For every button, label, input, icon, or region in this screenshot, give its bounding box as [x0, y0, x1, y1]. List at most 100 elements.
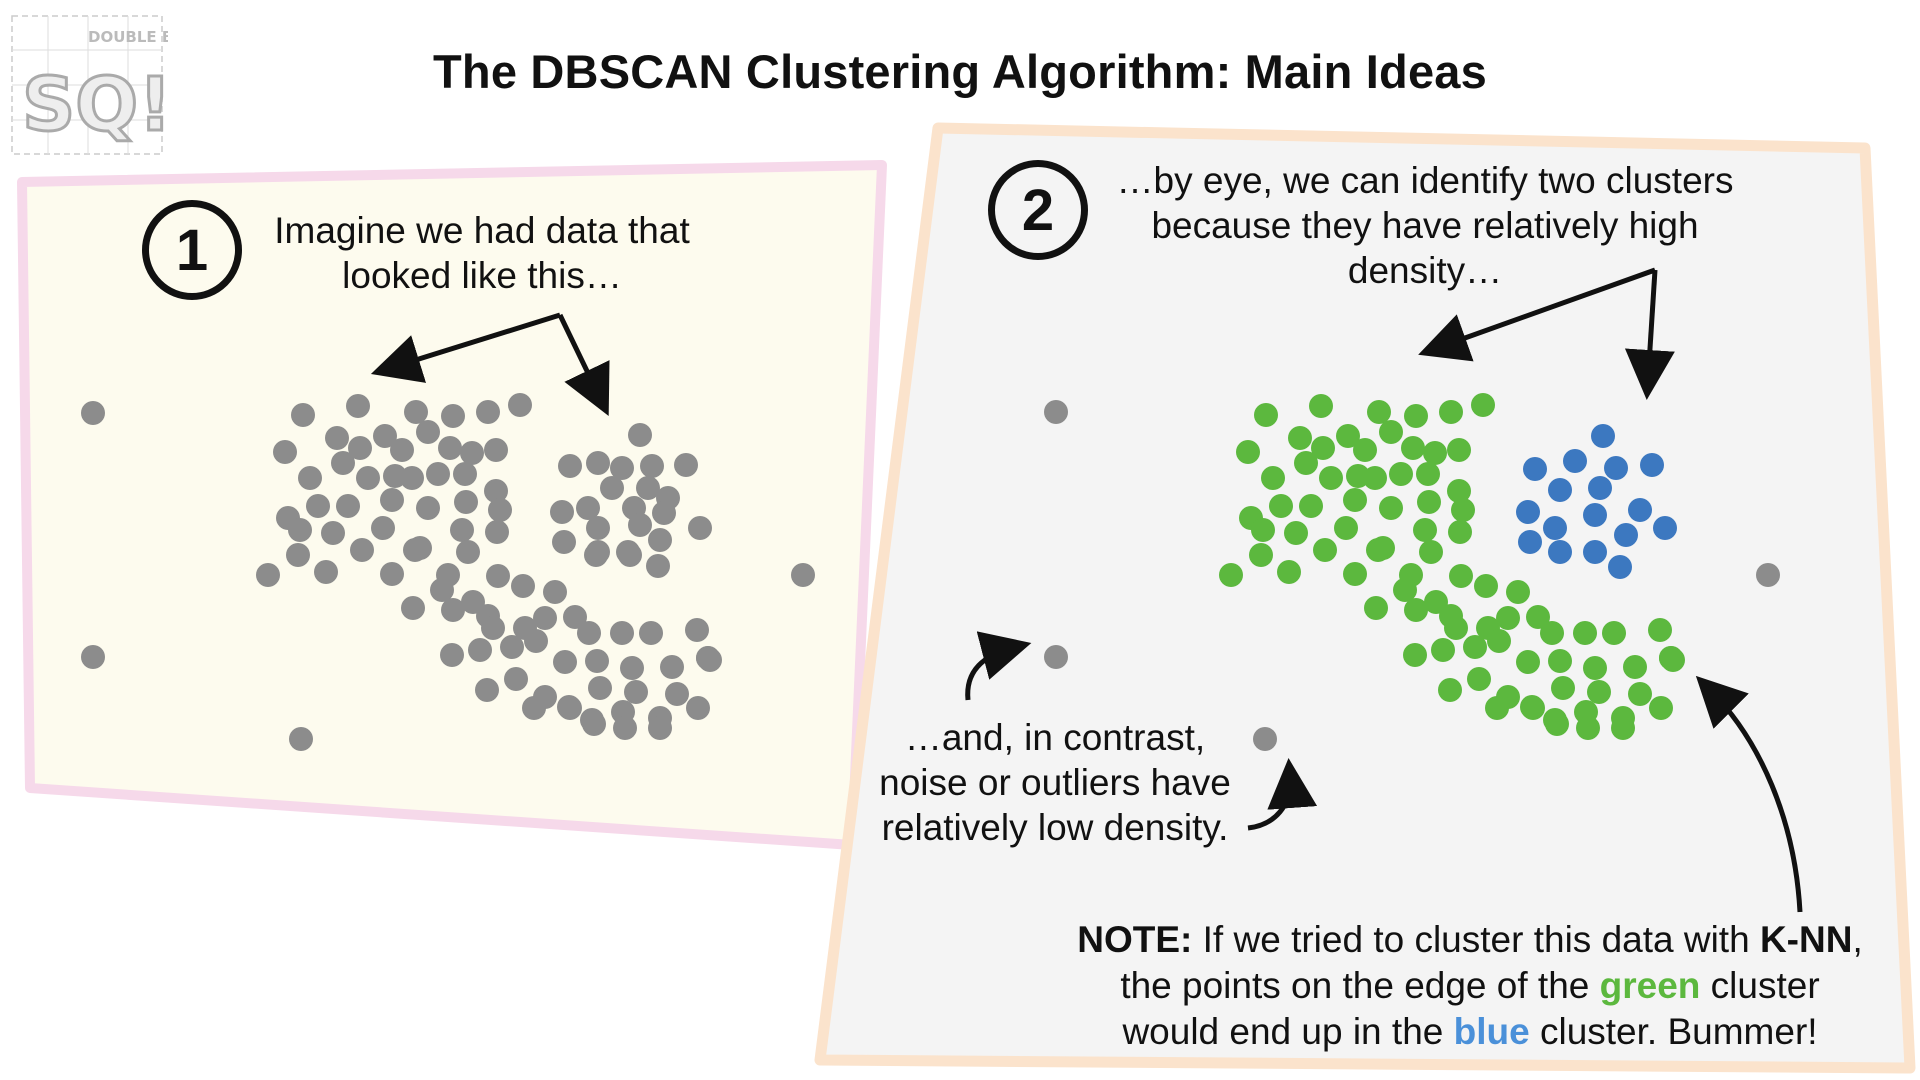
data-point [476, 400, 500, 424]
step-1-number: 1 [175, 217, 209, 283]
green-cluster-point [1548, 649, 1572, 673]
data-point [500, 635, 524, 659]
step-1-caption: Imagine we had data that looked like thi… [262, 208, 702, 298]
green-cluster-point [1254, 403, 1278, 427]
data-point [450, 518, 474, 542]
green-cluster-point [1419, 540, 1443, 564]
panel-1-points [81, 393, 815, 751]
data-point [618, 543, 642, 567]
data-point [646, 554, 670, 578]
blue-cluster-point [1604, 456, 1628, 480]
data-point [426, 462, 450, 486]
step-1-badge: 1 [142, 200, 242, 300]
green-cluster-point [1309, 394, 1333, 418]
data-point [291, 403, 315, 427]
green-cluster-point [1521, 696, 1545, 720]
blue-cluster-point [1583, 540, 1607, 564]
blue-cluster-point [1548, 540, 1572, 564]
statquest-logo: DOUBLE BAM!!! SQ! [11, 15, 168, 155]
green-cluster-point [1447, 438, 1471, 462]
blue-cluster-point [1640, 453, 1664, 477]
arrow-note [1695, 675, 1803, 913]
green-cluster-point [1439, 400, 1463, 424]
data-point [620, 656, 644, 680]
noise-point [1044, 645, 1068, 669]
note-text-6: cluster. Bummer! [1529, 1011, 1818, 1052]
green-cluster-point [1366, 538, 1390, 562]
blue-cluster-point [1583, 503, 1607, 527]
data-point [660, 655, 684, 679]
green-cluster-point [1444, 616, 1468, 640]
green-cluster-point [1313, 538, 1337, 562]
data-point [441, 598, 465, 622]
data-point [524, 629, 548, 653]
green-cluster-point [1343, 562, 1367, 586]
step-2-caption-line-2: because they have relatively high [1151, 205, 1699, 246]
note-text: NOTE: If we tried to cluster this data w… [1040, 917, 1900, 1055]
step-1-caption-line-1: Imagine we had data that [274, 210, 690, 251]
data-point [504, 667, 528, 691]
note-line-1: NOTE: If we tried to cluster this data w… [1040, 917, 1900, 963]
data-point [628, 423, 652, 447]
data-point [348, 436, 372, 460]
data-point [552, 530, 576, 554]
green-cluster-point [1506, 580, 1530, 604]
data-point [576, 496, 600, 520]
step-2-caption-line-1: …by eye, we can identify two clusters [1116, 160, 1734, 201]
green-cluster-point [1334, 516, 1358, 540]
data-point [288, 518, 312, 542]
green-cluster-point [1449, 564, 1473, 588]
data-point [371, 516, 395, 540]
noise-point [81, 645, 105, 669]
data-point [511, 574, 535, 598]
data-point [454, 490, 478, 514]
green-cluster-point [1393, 578, 1417, 602]
green-cluster-point [1277, 560, 1301, 584]
green-cluster-point [1319, 466, 1343, 490]
green-cluster-point [1219, 563, 1243, 587]
noise-point [1044, 400, 1068, 424]
data-point [403, 538, 427, 562]
green-cluster-point [1516, 650, 1540, 674]
noise-point [1756, 563, 1780, 587]
data-point [484, 438, 508, 462]
data-point [648, 716, 672, 740]
blue-cluster-point [1588, 476, 1612, 500]
green-cluster-point [1423, 441, 1447, 465]
data-point [256, 563, 280, 587]
data-point [373, 424, 397, 448]
green-cluster-point [1401, 436, 1425, 460]
green-cluster-point [1261, 466, 1285, 490]
data-point [586, 451, 610, 475]
green-cluster-point [1363, 466, 1387, 490]
green-cluster-point [1417, 490, 1441, 514]
green-cluster-point [1251, 518, 1275, 542]
arrow-noise-lower [1247, 758, 1318, 831]
blue-cluster-point [1608, 555, 1632, 579]
green-cluster-point [1288, 426, 1312, 450]
data-point [404, 400, 428, 424]
logo-main-text: SQ! [22, 62, 168, 148]
data-point [453, 462, 477, 486]
data-point [325, 426, 349, 450]
data-point [543, 580, 567, 604]
data-point [475, 678, 499, 702]
green-cluster-point [1648, 618, 1672, 642]
data-point [484, 479, 508, 503]
data-point [636, 476, 660, 500]
green-cluster-point [1496, 606, 1520, 630]
green-cluster-point [1389, 462, 1413, 486]
green-cluster-point [1379, 496, 1403, 520]
data-point [430, 578, 454, 602]
green-cluster-point [1467, 667, 1491, 691]
logo-small-text: DOUBLE BAM!!! [88, 28, 168, 46]
data-point [336, 494, 360, 518]
blue-cluster-point [1548, 478, 1572, 502]
data-point [380, 488, 404, 512]
green-cluster-point [1413, 518, 1437, 542]
green-cluster-point [1448, 520, 1472, 544]
blue-cluster-point [1563, 449, 1587, 473]
data-point [298, 466, 322, 490]
data-point [577, 621, 601, 645]
green-cluster-point [1471, 393, 1495, 417]
